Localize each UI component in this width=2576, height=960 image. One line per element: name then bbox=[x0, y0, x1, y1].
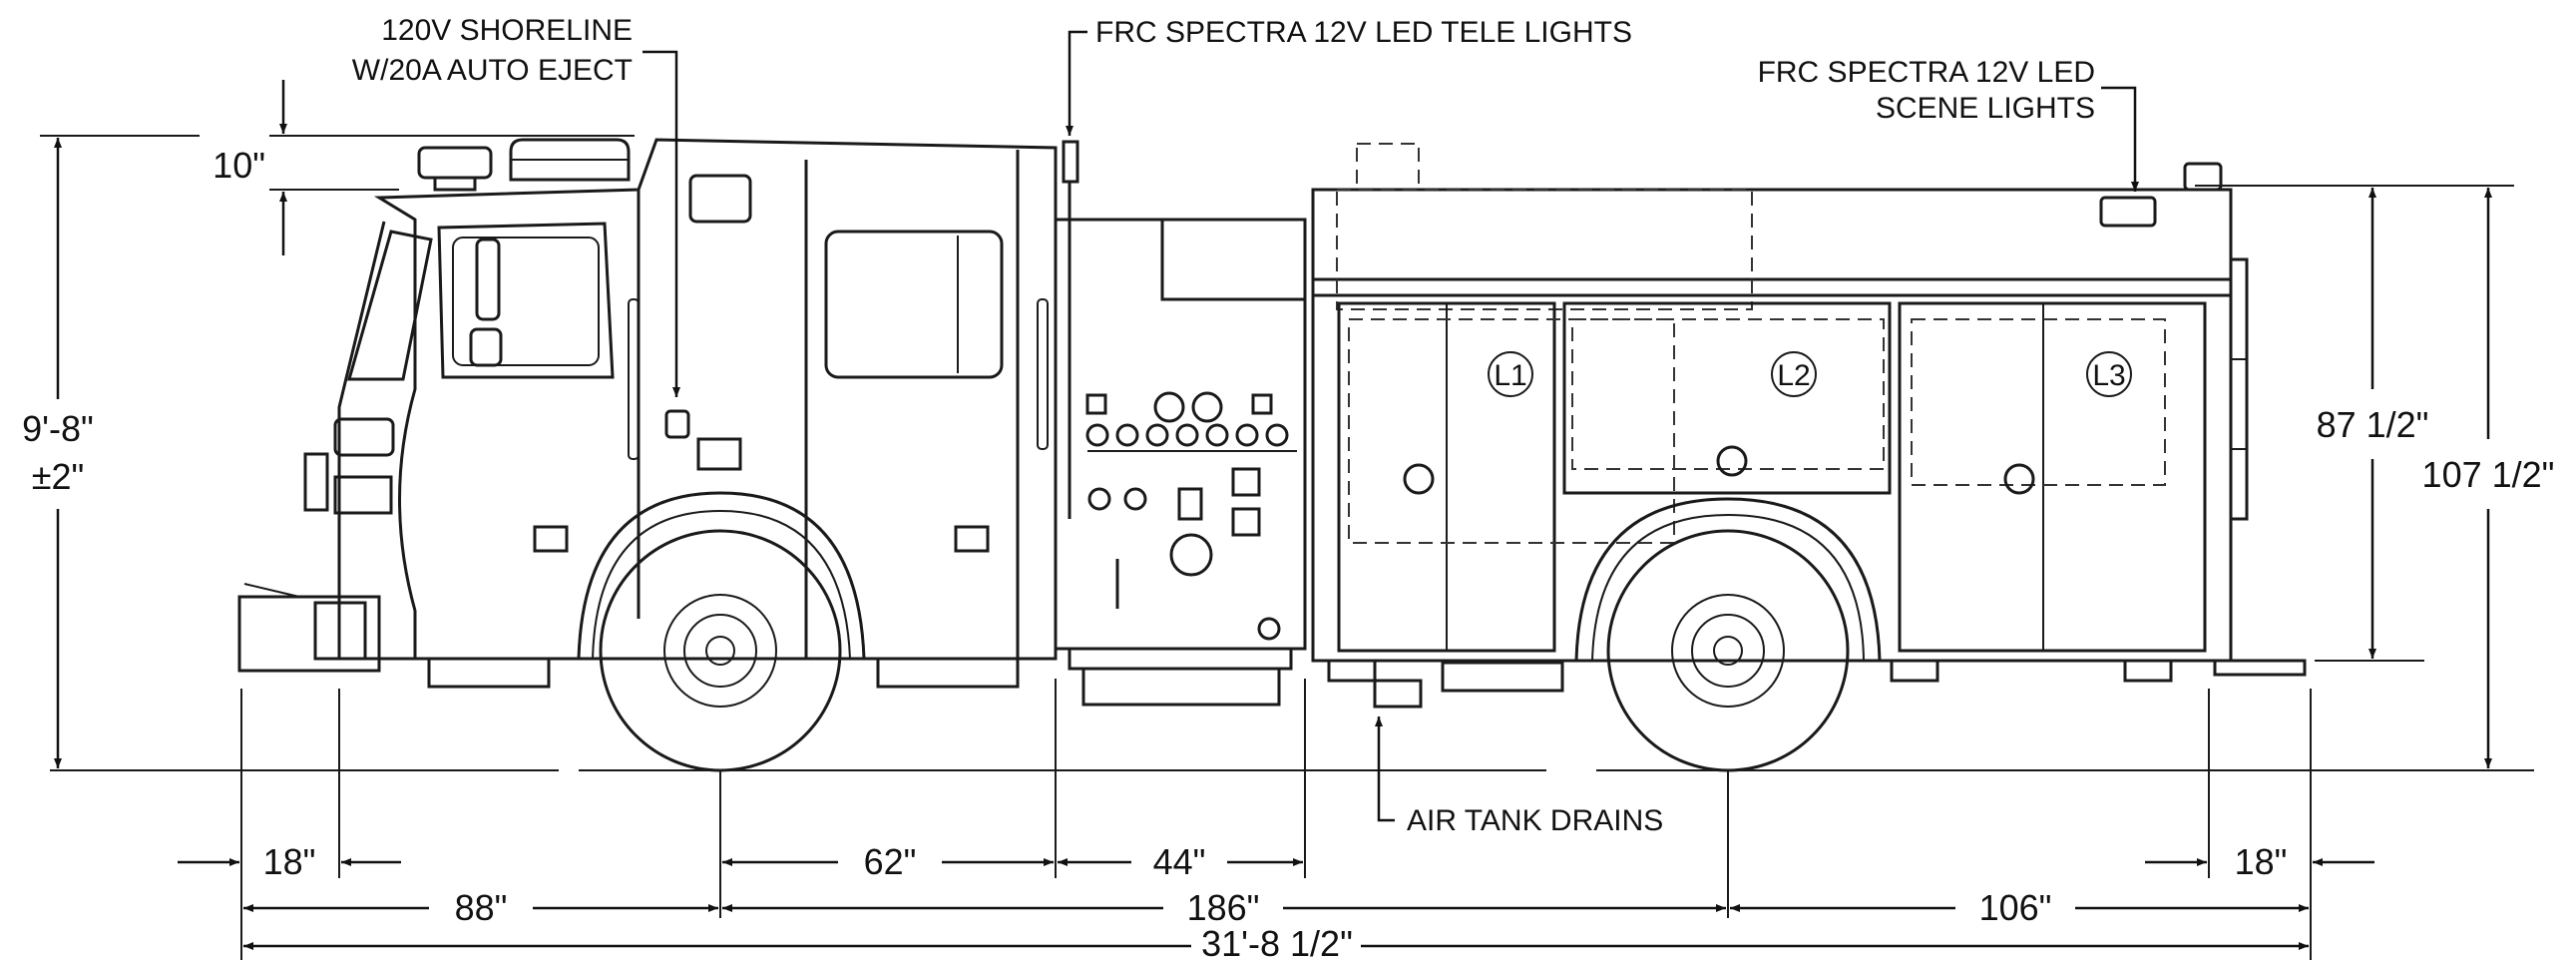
shoreline-label-line2: W/20A AUTO EJECT bbox=[352, 54, 633, 87]
callout-tele-lights: FRC SPECTRA 12V LED TELE LIGHTS bbox=[1066, 16, 1632, 136]
dim-bumper-to-axle: 88" bbox=[243, 887, 718, 928]
overall-height-value-line1: 9'-8" bbox=[22, 408, 94, 449]
axle-to-pump-value: 62" bbox=[864, 841, 917, 882]
callout-shoreline: 120V SHORELINE W/20A AUTO EJECT bbox=[352, 14, 680, 397]
dimension-extension-lines bbox=[240, 679, 2312, 960]
rear-wheel bbox=[1606, 529, 1850, 772]
dim-beacon-height: 10" bbox=[213, 80, 635, 255]
shoreline-label-line1: 120V SHORELINE bbox=[381, 14, 633, 47]
beacon-height-value: 10" bbox=[213, 145, 265, 186]
body-height-value: 87 1/2" bbox=[2317, 404, 2429, 445]
dim-axle-to-pump: 62" bbox=[722, 841, 1054, 882]
dim-pump-width: 44" bbox=[1058, 841, 1303, 882]
cab bbox=[237, 138, 1058, 689]
callout-air-tank-drains: AIR TANK DRAINS bbox=[1375, 717, 1663, 837]
overall-height-value-line2: ±2" bbox=[32, 456, 85, 497]
pump-width-value: 44" bbox=[1153, 841, 1206, 882]
air-tank-drains-label: AIR TANK DRAINS bbox=[1407, 804, 1663, 837]
bumper-to-axle-value: 88" bbox=[455, 887, 508, 928]
dim-front-overhang: 18" bbox=[178, 841, 401, 882]
compartment-label-l3: L3 bbox=[2092, 359, 2125, 392]
wheelbase-value: 186" bbox=[1187, 887, 1260, 928]
dim-body-height: 87 1/2" bbox=[2195, 185, 2514, 662]
pump-module bbox=[1054, 140, 1307, 707]
compartment-label-l1: L1 bbox=[1494, 359, 1526, 392]
body-overall-height-value: 107 1/2" bbox=[2422, 454, 2555, 495]
compartment-labels: L1 L2 L3 bbox=[1488, 351, 2132, 397]
tele-lights-label: FRC SPECTRA 12V LED TELE LIGHTS bbox=[1095, 16, 1632, 49]
scene-lights-label-line2: SCENE LIGHTS bbox=[1876, 92, 2095, 125]
dim-overall-length: 31'-8 1/2" bbox=[243, 923, 2309, 960]
callout-scene-lights: FRC SPECTRA 12V LED SCENE LIGHTS bbox=[1758, 56, 2139, 192]
rear-overhang-value: 18" bbox=[2235, 841, 2288, 882]
apparatus-body bbox=[1311, 143, 2307, 709]
compartment-label-l2: L2 bbox=[1777, 359, 1810, 392]
dim-wheelbase: 186" bbox=[722, 887, 1726, 928]
scene-lights-label-line1: FRC SPECTRA 12V LED bbox=[1758, 56, 2095, 89]
dim-overall-height: 9'-8" ±2" bbox=[22, 135, 200, 768]
front-wheel bbox=[599, 529, 842, 772]
dim-rear-axle-to-end: 106" bbox=[1730, 887, 2309, 928]
overall-length-value: 31'-8 1/2" bbox=[1201, 923, 1353, 960]
dim-rear-overhang: 18" bbox=[2145, 841, 2374, 882]
front-overhang-value: 18" bbox=[263, 841, 316, 882]
dim-body-overall-height: 107 1/2" bbox=[2422, 188, 2555, 768]
rear-axle-to-end-value: 106" bbox=[1979, 887, 2052, 928]
